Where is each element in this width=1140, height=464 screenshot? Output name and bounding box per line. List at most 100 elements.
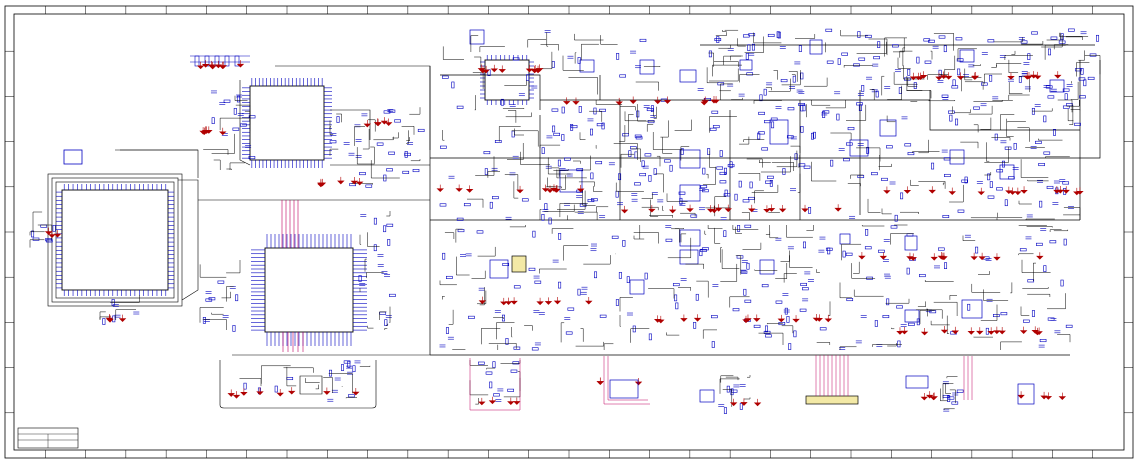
wire [328,373,353,394]
ground-symbol [929,396,938,401]
resistor [494,140,502,144]
wire [504,80,527,86]
wire [964,81,984,90]
wire [513,181,519,199]
wire [893,72,918,85]
connector-ribbon [805,395,859,405]
wire [283,367,314,373]
wire [885,298,910,304]
wire [635,81,659,91]
resistor [548,217,552,225]
wire [539,268,567,274]
resistor [534,280,542,284]
ground-symbol [778,208,787,213]
resistor [388,109,396,113]
resistor [463,203,471,207]
wire [946,376,958,379]
small-ic [769,119,789,145]
wire [926,308,928,317]
wire [1017,127,1030,142]
wire [1076,62,1090,77]
wire [203,149,229,155]
ground-symbol [951,330,959,335]
wire [641,206,659,211]
resistor [799,308,807,312]
wire [628,114,634,134]
wire [991,65,997,68]
wire [708,52,714,67]
resistor [822,110,830,114]
wire [775,263,788,279]
wire [906,90,932,99]
wire [980,304,998,321]
wire [1063,207,1081,216]
wire [907,77,918,87]
resistor [949,114,953,122]
wire [508,110,517,123]
wire [879,155,880,171]
resistor [329,369,333,377]
wire [583,255,611,265]
ground-symbol [478,401,486,406]
wire [986,142,990,162]
resistor [564,157,571,161]
ground-symbol [1035,331,1043,335]
wire [1018,200,1032,205]
resistor [743,288,747,296]
wire [962,235,976,241]
resistor [232,127,240,131]
resistor [348,394,355,398]
ground-symbol [355,181,364,186]
resistor [45,238,52,242]
resistor [951,85,959,89]
wire [759,159,771,163]
resistor [987,195,995,199]
ground-symbol [926,394,934,399]
wire [1053,44,1069,50]
resistor [794,153,798,161]
wire [915,309,943,319]
wire [619,125,626,142]
wire [389,306,391,323]
wire [1041,35,1063,48]
resistor [802,104,806,112]
wire [738,173,761,181]
wire [345,397,357,399]
resistor [748,196,755,200]
resistor [1064,93,1068,101]
wire [933,33,954,51]
wire [945,55,956,70]
wire [872,344,902,347]
ground-symbol [232,394,241,399]
wire [861,225,885,227]
resistor [1018,76,1022,83]
ground-symbol [201,63,210,68]
resistor [672,283,680,287]
wire [1038,138,1063,141]
ground-symbol [337,180,345,185]
small-ic [679,149,701,169]
ground-symbol [218,65,227,70]
wire [329,120,334,135]
ground-symbol [288,390,296,395]
wire [1000,341,1022,350]
wire [1078,50,1085,61]
wire [722,30,727,32]
resistor [1031,310,1035,317]
resistor [618,173,622,181]
resistor [767,175,774,179]
wire [367,232,380,247]
resistor [1062,88,1070,92]
resistor [744,224,752,228]
wire [329,126,331,130]
resistor [1036,242,1043,246]
wire [653,111,655,117]
wire [615,182,644,192]
wire [226,168,232,170]
wire [442,46,464,60]
resistor [626,276,630,283]
ground-symbol [488,400,497,405]
wire [379,311,387,320]
resistor [1046,185,1054,189]
resistor [857,31,861,38]
